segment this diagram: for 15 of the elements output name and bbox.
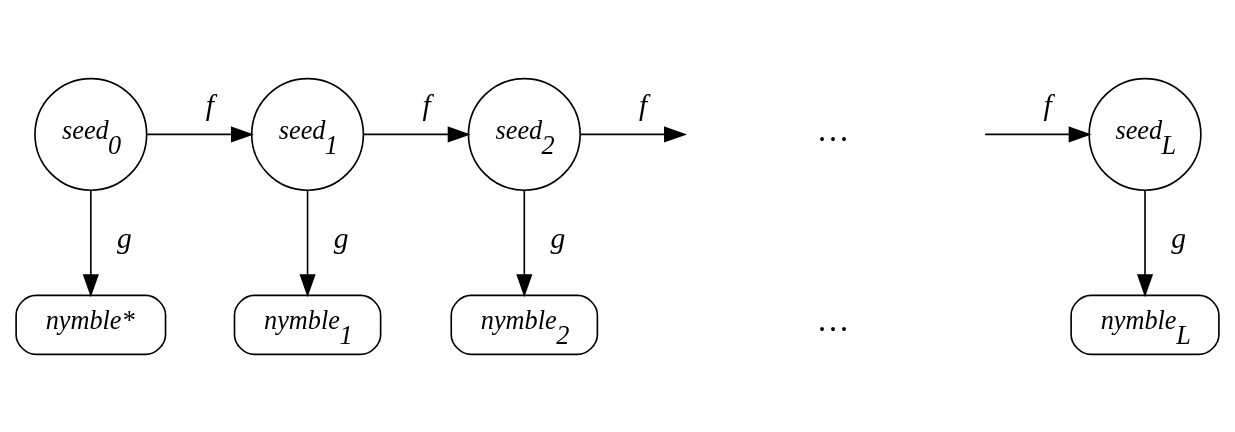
edge-label: g bbox=[1171, 221, 1187, 254]
label: … bbox=[819, 111, 849, 148]
arrow bbox=[579, 125, 688, 142]
edge-label: g bbox=[333, 221, 349, 254]
arrow bbox=[82, 189, 99, 297]
node-box: nymble* bbox=[15, 294, 167, 355]
arrow bbox=[984, 125, 1092, 142]
arrow bbox=[516, 189, 533, 297]
arrow bbox=[146, 125, 254, 142]
edge-label: g bbox=[117, 221, 132, 254]
arrow bbox=[1136, 189, 1154, 297]
label: … bbox=[819, 301, 849, 338]
edge-label: g bbox=[550, 221, 566, 254]
arrow bbox=[299, 189, 316, 297]
arrow bbox=[363, 125, 471, 142]
